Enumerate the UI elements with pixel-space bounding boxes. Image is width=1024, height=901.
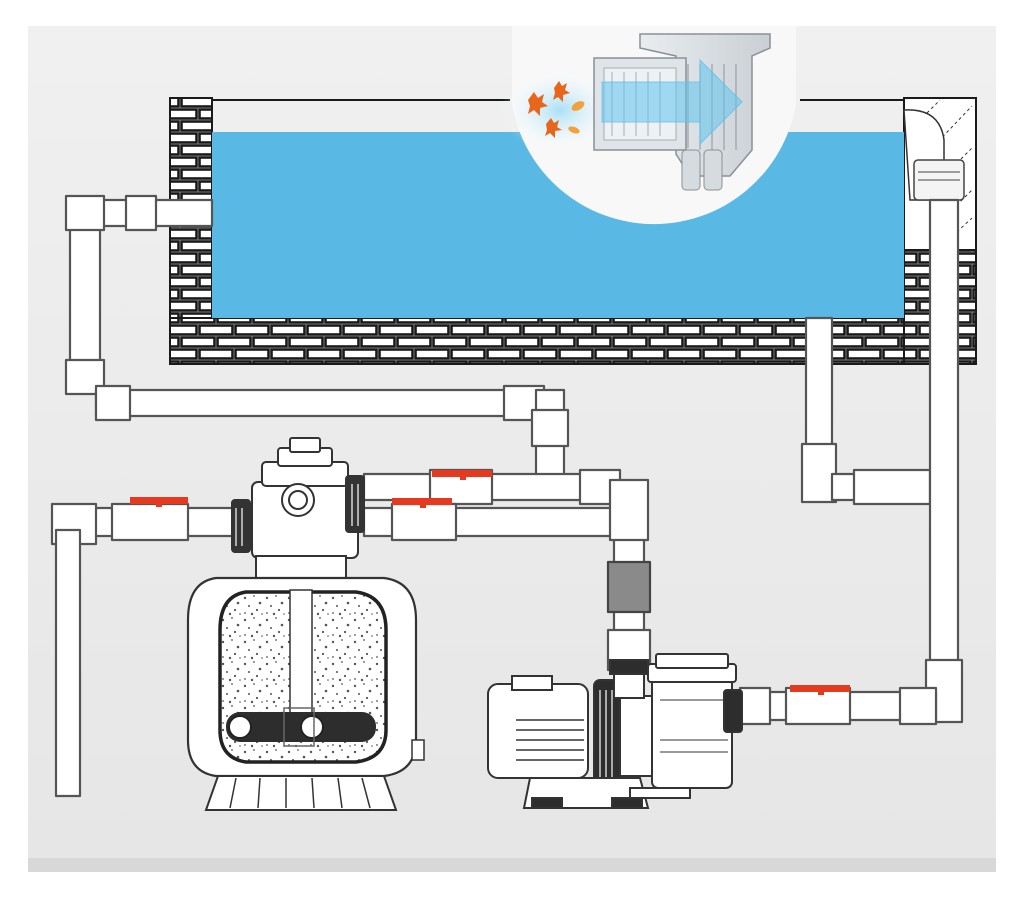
valve-handle-icon (790, 685, 850, 695)
circulation-pump (487, 653, 743, 809)
flex-connector (606, 560, 652, 614)
valve-handle-icon (392, 498, 452, 508)
pool-basin (169, 97, 977, 365)
skimmer-inset (500, 26, 796, 225)
pool-floor (169, 317, 977, 365)
pipework (50, 194, 964, 798)
valve-handle-icon (130, 497, 188, 507)
shutoff-valves (130, 470, 850, 695)
skimmer-suction-pipe (928, 198, 960, 702)
multiport-valve (231, 437, 365, 559)
return-pipe (94, 388, 538, 418)
filter-base (204, 775, 398, 811)
pump-strainer (651, 677, 733, 789)
valve-handle-icon (432, 470, 492, 480)
flow-arrow-icon (601, 58, 743, 146)
sand-filter (186, 555, 425, 811)
waste-drain-pipe (54, 528, 82, 798)
pump-motor (487, 683, 589, 779)
